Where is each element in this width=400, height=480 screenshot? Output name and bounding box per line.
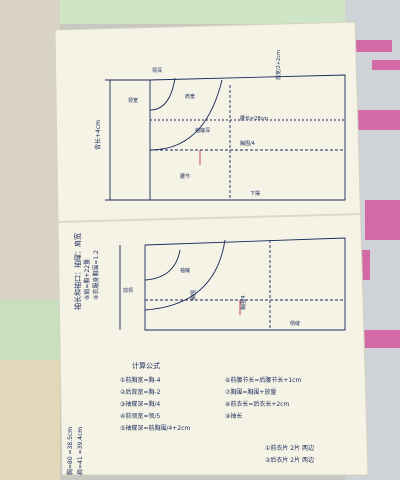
measurement-1: 胸=80 =38.5cm <box>66 427 74 475</box>
front-chest: 胸围/4 <box>240 295 247 310</box>
front-pattern-piece <box>119 237 346 331</box>
back-pattern-piece <box>105 74 346 201</box>
front-neck: 前领 <box>123 287 133 294</box>
back-hem: 下摆 <box>250 190 260 197</box>
fabric-green <box>0 300 60 360</box>
back-armhole: 袖窿深 <box>195 127 210 134</box>
cross-stitch-pattern <box>350 40 400 348</box>
back-neck-depth: 领深 <box>152 67 162 74</box>
formula-title: 计算公式 <box>132 361 160 370</box>
formula-8: ⑧前衣长=后衣长+2cm <box>225 400 290 408</box>
header-note-2: ⑧肩=胸+22量 <box>83 259 91 300</box>
front-side: 侧缝 <box>290 320 300 327</box>
front-armhole: 袖窿 <box>180 267 190 274</box>
measurement-2: 肩=41 =39.4cm <box>76 427 84 475</box>
header-note-3: ⑨衣服身胸围=1.2 <box>92 250 100 300</box>
formula-6: ⑥前腰节长=后腰节长+1cm <box>225 376 302 384</box>
fabric-bottom-left <box>0 360 60 480</box>
formula-4: ④前领宽=领/5 <box>120 412 160 420</box>
red-marks <box>199 150 241 315</box>
fabric-top <box>60 0 400 24</box>
back-neck-width: 领宽 <box>128 97 138 104</box>
back-chest: 胸围/4 <box>240 140 255 147</box>
formula-1: ①前胸宽=胸-4 <box>120 376 161 384</box>
front-center: 胸围 <box>190 290 197 300</box>
bottom-note-1: ①前衣片 2片 两边 <box>265 444 314 452</box>
bottom-note-2: ②后衣片 2片 两边 <box>265 456 314 464</box>
paper-fold <box>57 213 363 223</box>
formula-2: ②后背宽=胸-2 <box>120 388 161 396</box>
paper-sheet <box>54 21 369 476</box>
back-waist: 腰节 <box>180 174 190 180</box>
formula-3: ③袖窿深=胸/4 <box>120 400 160 408</box>
back-left-vertical: 背长+4cm <box>94 120 102 150</box>
header-note-1: 袖长和袖口：袖窿：肩宽 <box>73 233 82 310</box>
formula-5: ⑤袖窿深=前胸围/4+2cm <box>120 424 190 432</box>
formula-9: ⑨袖长 <box>225 412 242 420</box>
back-right-top: 前宽/2+2cm <box>275 50 282 80</box>
formula-7: ⑦胸围=胸围+放量 <box>225 388 276 396</box>
back-shoulder: 肩宽 <box>185 93 195 100</box>
back-side: 腰长=28cm <box>240 115 268 122</box>
